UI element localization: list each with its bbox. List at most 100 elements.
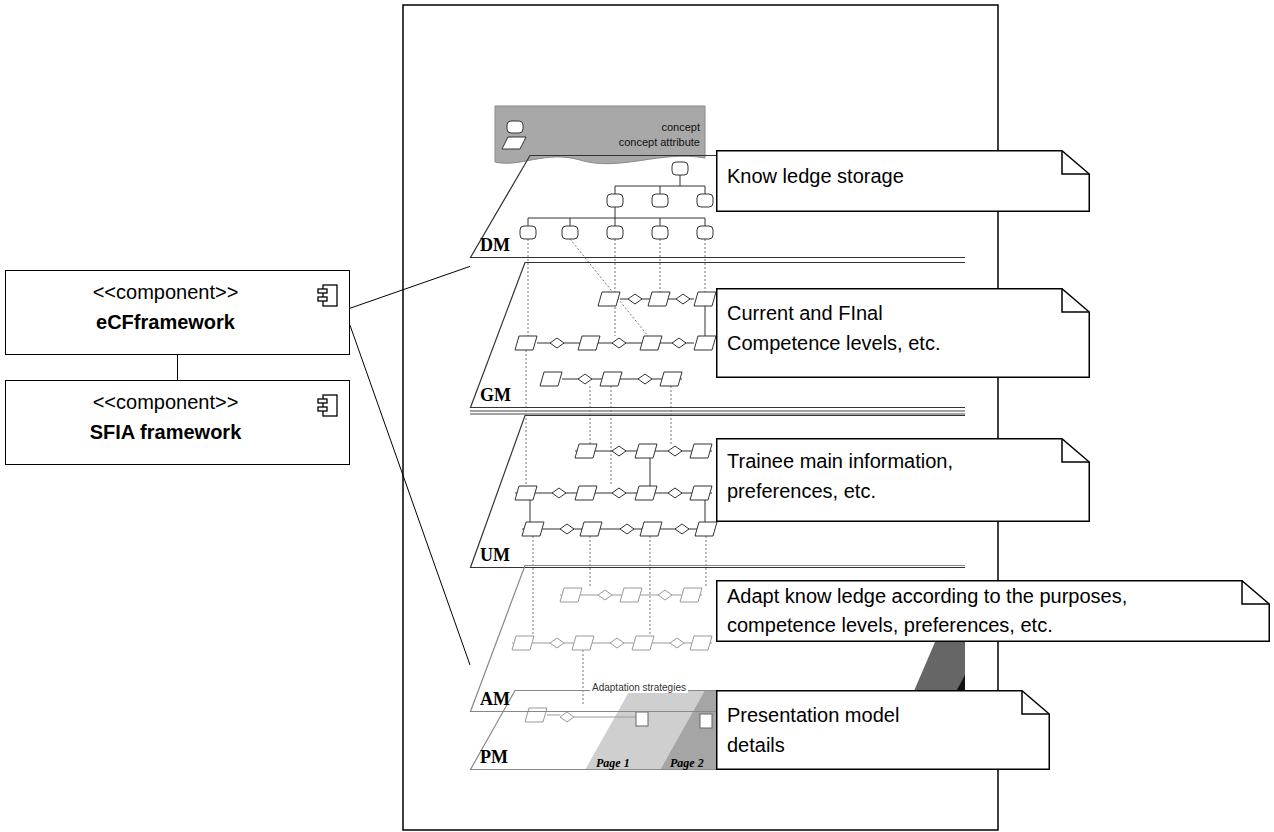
- connector-line: [350, 325, 470, 665]
- use-shape: [694, 292, 716, 306]
- icon-body: [323, 285, 337, 306]
- dm-tree: [520, 162, 713, 239]
- component-name: SFIA framework: [10, 417, 321, 447]
- dotted-links: [526, 239, 706, 706]
- note-text: Adapt know ledge according to the purpos…: [727, 582, 1187, 640]
- use-shape: [672, 162, 688, 175]
- component-box: <<component>>SFIA framework: [5, 380, 350, 465]
- icon-tab: [318, 297, 327, 301]
- use-shape: [697, 226, 713, 239]
- use-shape: [620, 524, 634, 534]
- note-box: Know ledge storage: [716, 150, 1090, 212]
- use-shape: [635, 444, 657, 458]
- use-shape: [600, 372, 622, 386]
- use-shape: [512, 636, 534, 650]
- component-icon: [317, 394, 339, 418]
- note-body: [717, 439, 1090, 522]
- attribute-sample: [502, 137, 526, 149]
- path-shape: [515, 451, 712, 529]
- page-label-anchor: Page 2: [670, 753, 704, 771]
- connector-line: [350, 266, 470, 308]
- use-shape: [620, 588, 642, 602]
- note-body: [717, 151, 1090, 212]
- um-graph: [515, 444, 717, 536]
- gm-stack: [470, 411, 965, 414]
- g-shape: [525, 708, 574, 722]
- icon-tab: [318, 407, 327, 411]
- use-shape: [640, 336, 662, 350]
- component-box: <<component>>eCFframework: [5, 270, 350, 355]
- note-text: Know ledge storage: [727, 161, 1030, 191]
- icon-tab: [318, 289, 327, 293]
- page-label: Page 1: [596, 756, 630, 770]
- layer-name: PM: [480, 746, 965, 768]
- use-shape: [572, 636, 594, 650]
- note-fold: [1062, 289, 1089, 312]
- use-shape: [612, 446, 626, 456]
- am-graph: [512, 588, 712, 650]
- icon-body: [323, 395, 337, 416]
- use-shape: [660, 372, 682, 386]
- rect-shape: [636, 712, 648, 726]
- legend-box: conceptconcept attribute: [540, 120, 700, 150]
- note-fold: [1242, 581, 1269, 604]
- use-shape: [550, 338, 564, 348]
- page-label: Page 2: [670, 756, 704, 770]
- use-shape: [520, 226, 536, 239]
- path-shape: [528, 175, 705, 226]
- use-shape: [540, 372, 562, 386]
- g-shape: [515, 444, 717, 536]
- component-name: eCFframework: [10, 307, 321, 337]
- use-shape: [690, 444, 712, 458]
- note-text: Current and FInal Competence levels, etc…: [727, 298, 987, 358]
- use-shape: [694, 336, 716, 350]
- layer-caption-anchor: Adaptation strategies: [590, 677, 688, 695]
- use-shape: [607, 226, 623, 239]
- path-shape: [470, 411, 965, 414]
- concept-sample: [507, 121, 523, 133]
- note-box: Current and FInal Competence levels, etc…: [716, 288, 1090, 378]
- note-body: [717, 691, 1050, 770]
- g-shape: [515, 292, 716, 386]
- note-fold: [1062, 151, 1089, 174]
- use-shape: [668, 488, 682, 498]
- use-shape: [612, 488, 626, 498]
- use-shape: [610, 638, 624, 648]
- use-shape: [638, 374, 652, 384]
- g-shape: [512, 588, 712, 650]
- path-shape: [537, 299, 705, 379]
- use-shape: [612, 338, 626, 348]
- use-shape: [676, 294, 690, 304]
- connector-line: [177, 355, 178, 380]
- use-shape: [632, 636, 654, 650]
- use-shape: [575, 486, 597, 500]
- note-body: [717, 289, 1090, 378]
- use-shape: [525, 708, 547, 722]
- gm-graph: [515, 292, 716, 386]
- use-shape: [598, 292, 620, 306]
- use-shape: [672, 338, 686, 348]
- use-shape: [697, 194, 713, 207]
- note-body: [717, 581, 1270, 642]
- note-text: Trainee main information, preferences, e…: [727, 446, 987, 506]
- use-shape: [690, 486, 712, 500]
- use-shape: [658, 590, 672, 600]
- use-shape: [648, 292, 670, 306]
- path-shape: [526, 239, 706, 706]
- use-shape: [560, 588, 582, 602]
- use-shape: [562, 226, 578, 239]
- use-shape: [550, 638, 564, 648]
- use-shape: [652, 226, 668, 239]
- use-shape: [690, 636, 712, 650]
- stereotype-text: <<component>>: [10, 387, 321, 417]
- note-fold: [1022, 691, 1049, 714]
- use-shape: [578, 374, 592, 384]
- use-shape: [628, 294, 642, 304]
- use-shape: [695, 522, 717, 536]
- note-box: Presentation model details: [716, 690, 1050, 770]
- page-label-anchor: Page 1: [596, 753, 630, 771]
- stereotype-text: <<component>>: [10, 277, 321, 307]
- use-shape: [675, 524, 689, 534]
- component-icon: [317, 284, 339, 308]
